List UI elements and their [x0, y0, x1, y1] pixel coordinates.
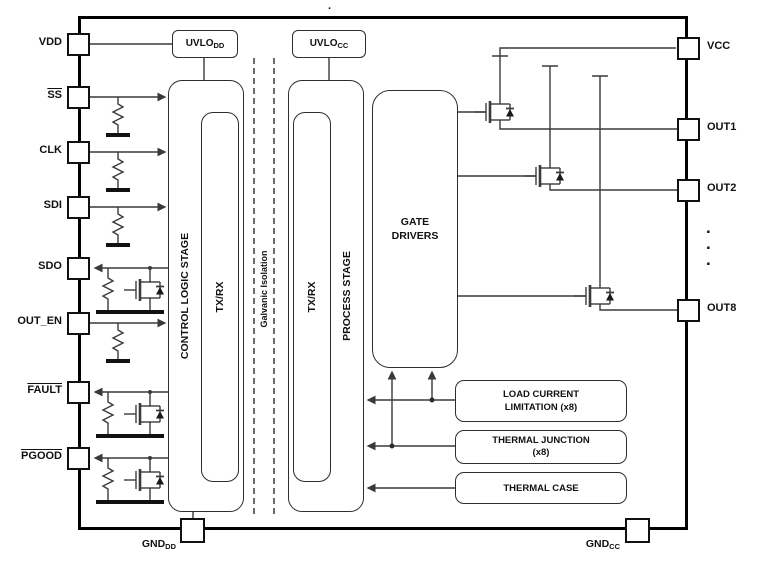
resistor-icon — [102, 267, 114, 313]
pin-out8 — [677, 299, 700, 322]
pin-sdi — [67, 196, 90, 219]
pin-out1-label: OUT1 — [707, 121, 737, 133]
isolation-dashed-lines — [253, 58, 275, 518]
uvlo-cc-label: UVLOCC — [309, 38, 349, 50]
output-stage-wiring — [458, 47, 677, 311]
pin-clk — [67, 141, 90, 164]
left-side-wiring — [90, 43, 330, 518]
thermal-junction-label-line1: THERMAL JUNCTION — [492, 435, 590, 446]
mosfet-icon — [522, 163, 566, 189]
pin-gnd-dd-label: GNDDD — [141, 538, 176, 551]
pin-ss-label: SS — [47, 89, 62, 101]
resistor-icon — [112, 322, 124, 362]
pin-sdo — [67, 257, 90, 280]
block-txrx-left — [201, 112, 239, 482]
junction-dot — [148, 266, 152, 270]
pin-vcc — [677, 37, 700, 60]
pin-out-en-label: OUT_EN — [17, 315, 62, 327]
mosfet-icon — [122, 467, 166, 493]
pin-gnd-dd — [180, 518, 205, 543]
pin-vdd — [67, 33, 90, 56]
mosfet-icon — [122, 401, 166, 427]
pin-ss — [67, 86, 90, 109]
mosfet-icon — [472, 99, 516, 125]
uvlo-dd-label: UVLODD — [185, 38, 225, 50]
pin-out2-label: OUT2 — [707, 182, 737, 194]
load-current-label-line2: LIMITATION (x8) — [504, 402, 578, 413]
thermal-case-label: THERMAL CASE — [503, 482, 579, 494]
block-gate-drivers: GATE DRIVERS — [372, 90, 458, 368]
gate-drivers-label-line1: GATE — [400, 216, 430, 228]
junction-dot — [389, 443, 395, 449]
block-txrx-right — [293, 112, 331, 482]
block-thermal-case: THERMAL CASE — [455, 472, 627, 504]
mosfet-icon — [572, 283, 616, 309]
block-thermal-junction: THERMAL JUNCTION (x8) — [455, 430, 627, 464]
pin-fault — [67, 381, 90, 404]
out-pins-ellipsis: . . . — [706, 218, 711, 269]
pin-vcc-label: VCC — [707, 40, 731, 52]
galvanic-isolation-label: Galvanic Isolation — [259, 250, 269, 328]
pin-vdd-label: VDD — [38, 36, 62, 48]
misc-wires — [90, 43, 330, 518]
txrx-right-label: TX/RX — [306, 281, 318, 313]
pin-out8-label: OUT8 — [707, 302, 737, 314]
pin-clk-label: CLK — [39, 144, 62, 156]
stray-dot: . — [328, 0, 332, 12]
junction-dot — [148, 456, 152, 460]
process-stage-label: PROCESS STAGE — [341, 251, 353, 341]
resistor-icon — [102, 391, 114, 437]
control-logic-stage-label: CONTROL LOGIC STAGE — [179, 232, 191, 360]
pin-out2 — [677, 179, 700, 202]
junction-dot — [148, 390, 152, 394]
pin-sdi-label: SDI — [43, 199, 62, 211]
pin-out-en — [67, 312, 90, 335]
galvanic-isolation-barrier — [253, 58, 275, 518]
feedback-wiring — [366, 370, 455, 493]
vcc-and-output-wires — [458, 47, 677, 311]
ground-bar-icon — [96, 133, 164, 504]
mosfet-icon — [122, 277, 166, 303]
txrx-left-label: TX/RX — [214, 281, 226, 313]
pin-pgood-label: PGOOD — [21, 450, 62, 462]
pin-gnd-cc — [625, 518, 650, 543]
resistor-icon — [112, 151, 124, 191]
pin-out1 — [677, 118, 700, 141]
block-uvlo-cc: UVLOCC — [292, 30, 366, 58]
junction-dot — [429, 397, 435, 403]
pin-pgood — [67, 447, 90, 470]
pin-fault-label: FAULT — [27, 384, 62, 396]
resistor-icon — [102, 457, 114, 503]
thermal-junction-label-line2: (x8) — [532, 447, 550, 458]
block-load-current-limitation: LOAD CURRENT LIMITATION (x8) — [455, 380, 627, 422]
pin-sdo-label: SDO — [38, 260, 62, 272]
resistor-icon — [112, 206, 124, 246]
resistor-icon — [112, 96, 124, 136]
gate-drivers-label-line2: DRIVERS — [391, 230, 439, 242]
load-current-label-line1: LOAD CURRENT — [503, 389, 579, 400]
pin-gnd-cc-label: GNDCC — [585, 538, 620, 551]
block-uvlo-dd: UVLODD — [172, 30, 238, 58]
